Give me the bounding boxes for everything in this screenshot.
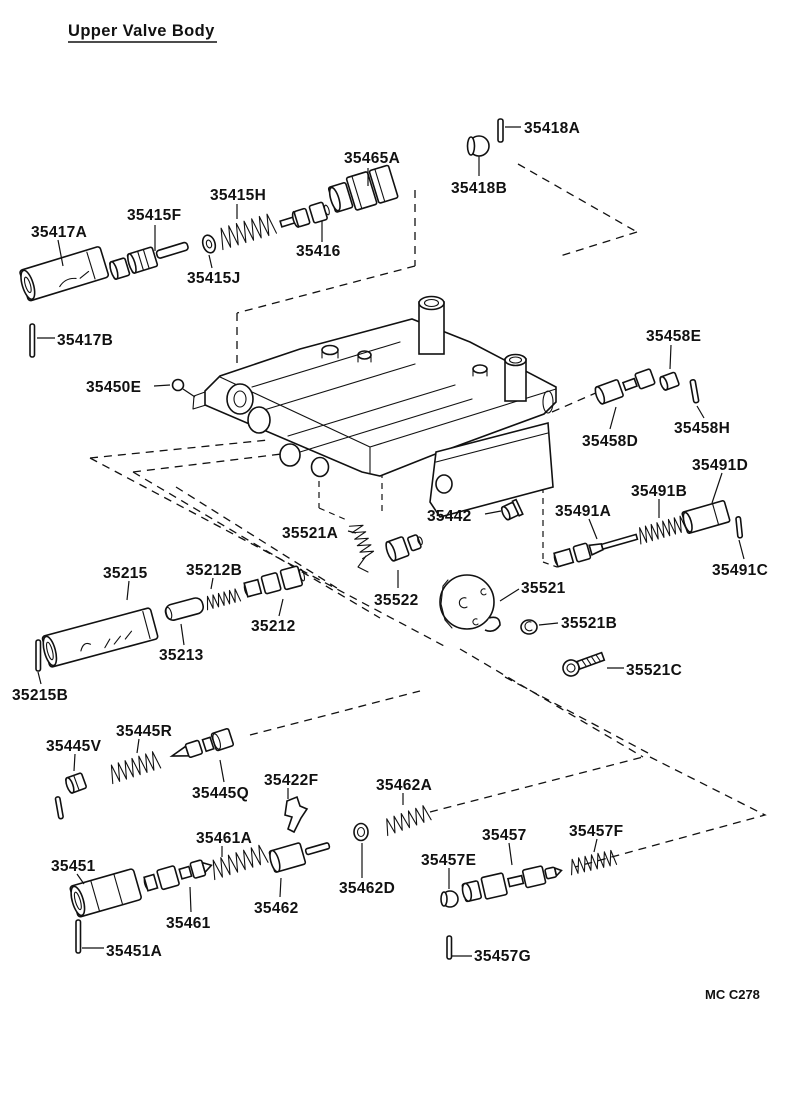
part-35417A-drawing: [19, 246, 110, 302]
part-label-35418A: 35418A: [524, 120, 580, 137]
part-label-35215: 35215: [103, 565, 148, 582]
part-label-35491A: 35491A: [555, 503, 611, 520]
part-label-35212B: 35212B: [186, 562, 242, 579]
part-35422F-clip-drawing: [284, 795, 309, 834]
part-label-35457G: 35457G: [474, 948, 531, 965]
part-label-35457: 35457: [482, 827, 527, 844]
part-35521B-washer-drawing: [520, 619, 538, 635]
part-35451A-pin-drawing: [75, 919, 82, 954]
part-label-35491D: 35491D: [692, 457, 748, 474]
part-label-35215B: 35215B: [12, 687, 68, 704]
part-35465A-drawing: [327, 164, 399, 213]
part-35415H-spring-drawing: [220, 213, 278, 251]
part-label-35521B: 35521B: [561, 615, 617, 632]
part-label-35491B: 35491B: [631, 483, 687, 500]
part-35451-drawing: [69, 868, 142, 918]
part-35418A-pin-drawing: [497, 118, 504, 143]
part-label-35458D: 35458D: [582, 433, 638, 450]
part-35416-drawing: [279, 201, 330, 228]
part-label-35415F: 35415F: [127, 207, 181, 224]
part-35418B-drawing: [466, 135, 490, 157]
part-35212B-spring-drawing: [206, 588, 242, 611]
dashed-guides: [89, 163, 767, 868]
part-35522-drawing: [385, 534, 423, 562]
part-label-35416: 35416: [296, 243, 341, 260]
part-35417B-pin-drawing: [29, 323, 36, 358]
part-label-35521A: 35521A: [282, 525, 338, 542]
part-label-35415J: 35415J: [187, 270, 241, 287]
part-label-35415H: 35415H: [210, 187, 266, 204]
part-labels: 35418A 35418B 35465A 35415H 35415F 35417…: [12, 120, 768, 965]
part-35445V-pin-drawing: [54, 796, 64, 820]
part-label-35457E: 35457E: [421, 852, 476, 869]
part-label-35451A: 35451A: [106, 943, 162, 960]
part-label-35462D: 35462D: [339, 880, 395, 897]
part-35462D-ring-drawing: [353, 822, 369, 842]
part-35458H-pin-drawing: [689, 378, 700, 404]
part-label-35462: 35462: [254, 900, 299, 917]
title-block: Upper Valve Body: [68, 22, 217, 43]
part-35445R-spring-drawing: [110, 751, 162, 785]
part-35521-body-drawing: [439, 574, 501, 632]
doc-code: MC C278: [705, 987, 760, 1002]
part-label-35445V: 35445V: [46, 738, 102, 755]
part-label-35445R: 35445R: [116, 723, 172, 740]
part-35461-drawing: [143, 859, 213, 892]
part-35462-drawing: [268, 842, 307, 873]
part-label-35521C: 35521C: [626, 662, 682, 679]
part-35445V-drawing: [65, 772, 87, 794]
part-35457G-pin-drawing: [446, 935, 453, 960]
part-35491C-pin-drawing: [735, 516, 744, 539]
part-35461A-spring-drawing: [212, 844, 269, 881]
part-label-35458H: 35458H: [674, 420, 730, 437]
part-label-35422F: 35422F: [264, 772, 318, 789]
part-label-35457F: 35457F: [569, 823, 623, 840]
part-label-35491C: 35491C: [712, 562, 768, 579]
part-label-35451: 35451: [51, 858, 96, 875]
part-label-35213: 35213: [159, 647, 204, 664]
part-35215-drawing: [41, 607, 159, 668]
part-bushing-drawing: [109, 257, 131, 280]
valve-body-casting: [192, 295, 557, 518]
part-35213-drawing: [164, 597, 205, 621]
part-35457-drawing: [461, 865, 563, 903]
part-label-35462A: 35462A: [376, 777, 432, 794]
part-label-35418B: 35418B: [451, 180, 507, 197]
part-35442-drawing: [500, 498, 524, 521]
part-label-35461: 35461: [166, 915, 211, 932]
part-35458D-drawing: [594, 368, 656, 405]
part-35462-rod-drawing: [304, 842, 331, 856]
part-35415F-drawing: [126, 246, 159, 274]
part-35521C-bolt-drawing: [562, 651, 606, 677]
part-35212-drawing: [243, 565, 306, 598]
part-label-35450E: 35450E: [86, 379, 141, 396]
part-35445Q-drawing: [169, 728, 235, 758]
part-label-35461A: 35461A: [196, 830, 252, 847]
valve-body-tower-1: [418, 295, 445, 355]
part-35450E-ball-drawing: [171, 378, 196, 398]
part-label-35417A: 35417A: [31, 224, 87, 241]
part-35491-assembly-drawing: [553, 500, 731, 568]
leader-lines: [37, 126, 745, 957]
part-label-35212: 35212: [251, 618, 296, 635]
part-35462A-spring-drawing: [386, 805, 432, 837]
page-title: Upper Valve Body: [68, 22, 215, 40]
part-label-35445Q: 35445Q: [192, 785, 249, 802]
part-35457E-ring-drawing: [440, 890, 459, 908]
part-35457F-spring-drawing: [571, 849, 618, 876]
part-label-35417B: 35417B: [57, 332, 113, 349]
part-35415J-drawing: [201, 234, 217, 254]
valve-body-tower-2: [504, 353, 527, 402]
part-valve-rod-drawing: [155, 241, 189, 259]
part-35521A-spring-drawing: [348, 524, 375, 573]
part-label-35522: 35522: [374, 592, 419, 609]
part-35458E-drawing: [659, 371, 680, 391]
part-35215B-pin-drawing: [35, 639, 42, 672]
part-label-35465A: 35465A: [344, 150, 400, 167]
part-label-35442: 35442: [427, 508, 472, 525]
part-label-35521: 35521: [521, 580, 566, 597]
part-label-35458E: 35458E: [646, 328, 701, 345]
